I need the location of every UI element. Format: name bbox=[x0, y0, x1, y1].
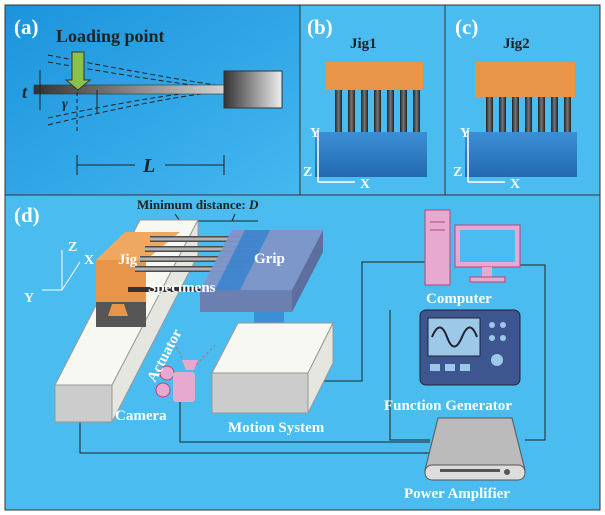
panel-c: (c) Jig2 Y Z X bbox=[444, 4, 601, 196]
motion-system-block bbox=[211, 372, 309, 414]
function-generator-icon bbox=[419, 309, 521, 386]
panel-d: (d) Minimum distance: D Jig bbox=[4, 194, 601, 511]
axis-y-label: Y bbox=[460, 126, 470, 141]
panel-b-label: (b) bbox=[307, 15, 333, 39]
axis-x-label: X bbox=[360, 177, 370, 192]
panel-a-label: (a) bbox=[14, 15, 39, 39]
min-distance-label: Minimum distance: D bbox=[137, 197, 259, 212]
panel-c-label: (c) bbox=[455, 15, 478, 39]
axis-x-label: X bbox=[510, 177, 520, 192]
axis-z-label: Z bbox=[68, 240, 77, 255]
computer-label: Computer bbox=[426, 291, 492, 307]
thickness-label: t bbox=[22, 82, 28, 102]
jig1-title: Jig1 bbox=[350, 36, 377, 52]
deflection-label: γ bbox=[62, 97, 68, 112]
camera-label: Camera bbox=[115, 408, 167, 424]
panel-d-label: (d) bbox=[14, 203, 40, 227]
axis-y-label: Y bbox=[24, 291, 34, 306]
grip-label: Grip bbox=[254, 251, 285, 267]
grip-front bbox=[200, 290, 292, 312]
jig2-specimens bbox=[486, 97, 571, 132]
axis-z-label: Z bbox=[453, 165, 462, 180]
axis-y-label: Y bbox=[310, 126, 320, 141]
panel-b: (b) Jig1 Y Z X bbox=[299, 4, 446, 196]
jig2-title: Jig2 bbox=[503, 36, 530, 52]
jig1-base bbox=[315, 132, 427, 177]
axis-z-label: Z bbox=[303, 165, 312, 180]
power-amplifier-label: Power Amplifier bbox=[404, 486, 510, 502]
length-label: L bbox=[142, 155, 155, 177]
clamp bbox=[223, 70, 283, 109]
jig-label: Jig bbox=[118, 252, 138, 268]
motion-system-label: Motion System bbox=[228, 420, 325, 436]
computer-icon bbox=[424, 209, 521, 286]
jig1-block bbox=[325, 62, 423, 90]
beam bbox=[33, 84, 257, 95]
loading-point-label: Loading point bbox=[56, 26, 165, 46]
specimens-label: Specimens bbox=[148, 280, 216, 296]
jig2-block bbox=[475, 62, 575, 97]
loading-arrow-icon bbox=[64, 51, 92, 91]
rail-end bbox=[54, 384, 113, 423]
function-generator-label: Function Generator bbox=[384, 398, 512, 414]
jig1-specimens bbox=[335, 90, 420, 132]
wires bbox=[79, 261, 546, 454]
axis-x-label: X bbox=[84, 253, 94, 268]
panel-a: (a) Loading point t γ L bbox=[4, 4, 301, 196]
power-amplifier-icon bbox=[424, 417, 526, 481]
specimens bbox=[128, 236, 260, 292]
camera-icon bbox=[155, 337, 216, 402]
jig2-base bbox=[465, 132, 577, 177]
